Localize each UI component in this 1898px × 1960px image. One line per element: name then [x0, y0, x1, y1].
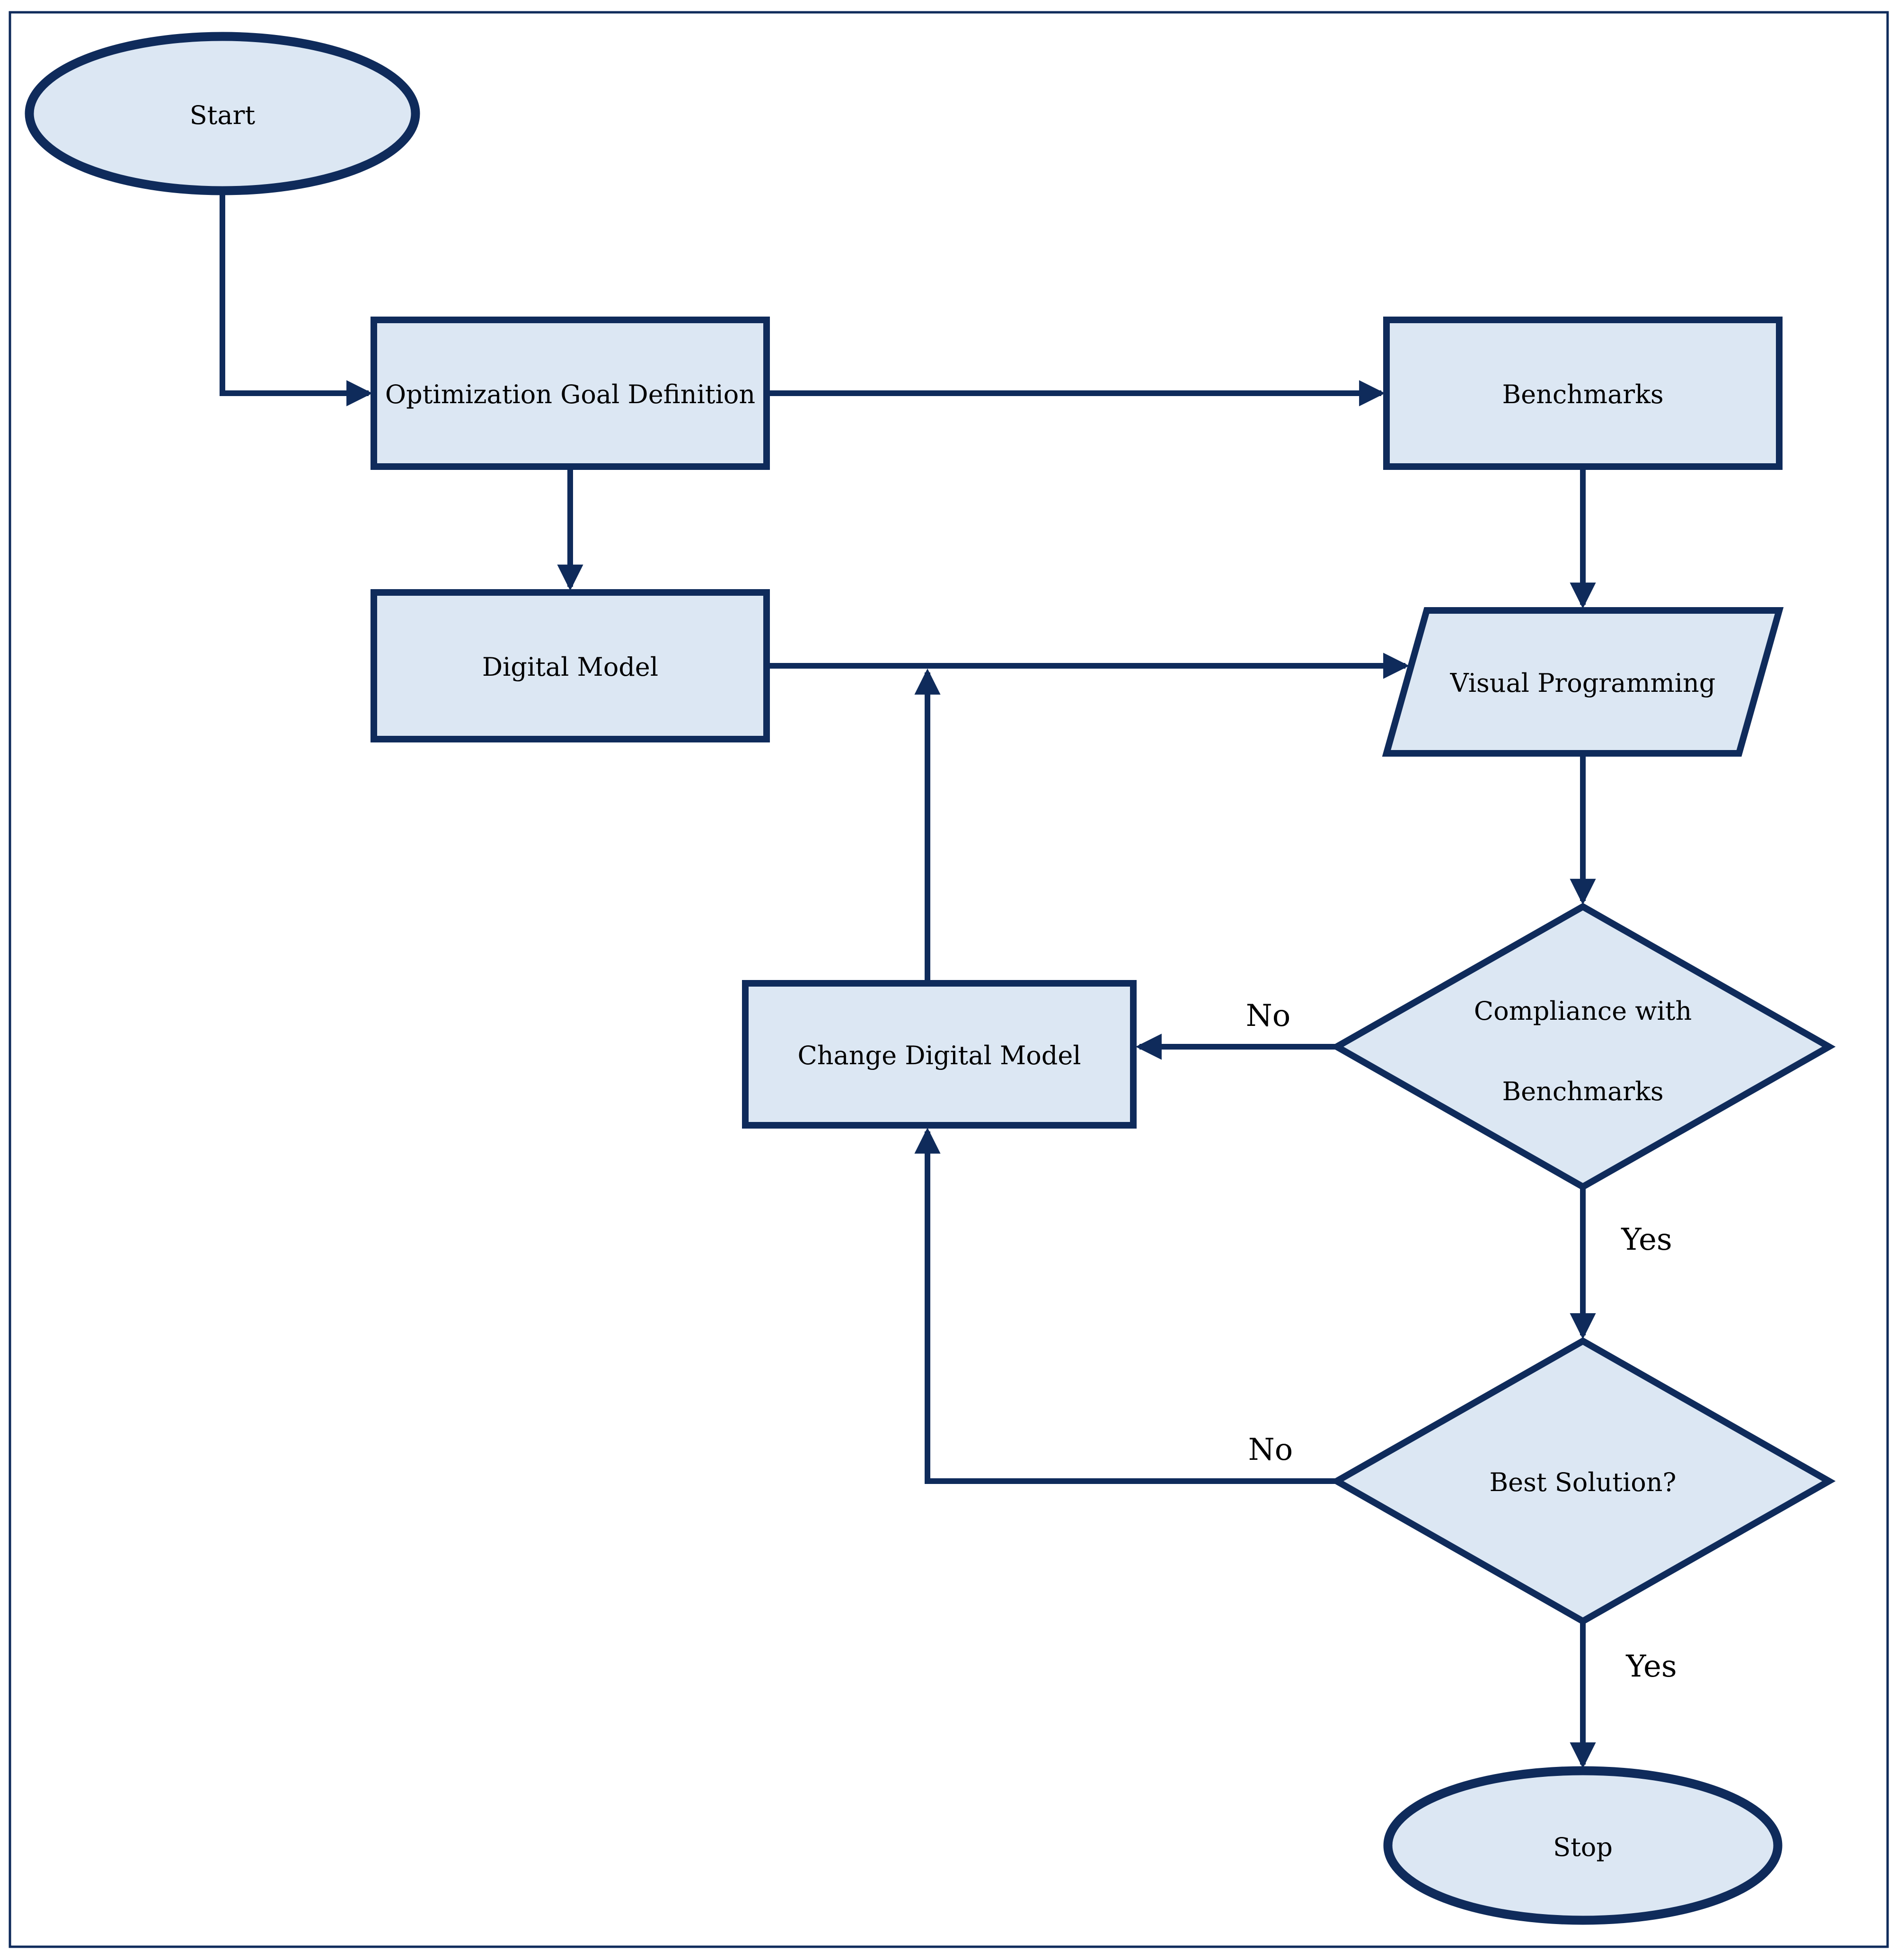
stop-node: Stop [1383, 1766, 1783, 1925]
optimization-goal-definition-node: Optimization Goal Definition [371, 317, 770, 470]
compliance-label-line2: Benchmarks [1502, 1077, 1663, 1106]
digital-model-rect [371, 589, 770, 742]
digital-model-label: Digital Model [482, 652, 658, 682]
optimization-goal-definition-label: Optimization Goal Definition [385, 380, 755, 409]
compliance-no-label: No [1246, 998, 1291, 1033]
start-label: Start [190, 100, 256, 130]
visual-programming-parallelogram [1382, 607, 1784, 757]
best-solution-node: Best Solution? [1330, 1337, 1836, 1625]
stop-ellipse [1383, 1766, 1783, 1925]
change-digital-model-label: Change Digital Model [797, 1041, 1081, 1070]
start-node: Start [25, 32, 420, 195]
benchmarks-label: Benchmarks [1502, 380, 1663, 409]
compliance-diamond [1330, 902, 1836, 1191]
optimization-goal-definition-rect [371, 317, 770, 470]
change-digital-model-rect [742, 980, 1137, 1129]
compliance-with-benchmarks-node: Compliance with Benchmarks [1330, 902, 1836, 1191]
best-solution-diamond [1330, 1337, 1836, 1625]
benchmarks-node: Benchmarks [1383, 317, 1783, 470]
digital-model-node: Digital Model [371, 589, 770, 742]
visual-programming-node: Visual Programming [1382, 607, 1784, 757]
edge-best-solution-no-to-change-digital-model [914, 1127, 1337, 1484]
stop-label: Stop [1553, 1832, 1613, 1862]
best-solution-no-label: No [1248, 1432, 1293, 1467]
edge-start-to-optimization-goal [220, 191, 373, 406]
best-solution-label: Best Solution? [1490, 1467, 1677, 1497]
visual-programming-label: Visual Programming [1450, 668, 1716, 698]
benchmarks-rect [1383, 317, 1783, 470]
page-border [9, 11, 1889, 1948]
change-digital-model-node: Change Digital Model [742, 980, 1137, 1129]
best-solution-yes-label: Yes [1625, 1649, 1677, 1684]
start-ellipse [25, 32, 420, 195]
compliance-label-line1: Compliance with [1474, 996, 1692, 1026]
compliance-yes-label: Yes [1621, 1222, 1672, 1257]
